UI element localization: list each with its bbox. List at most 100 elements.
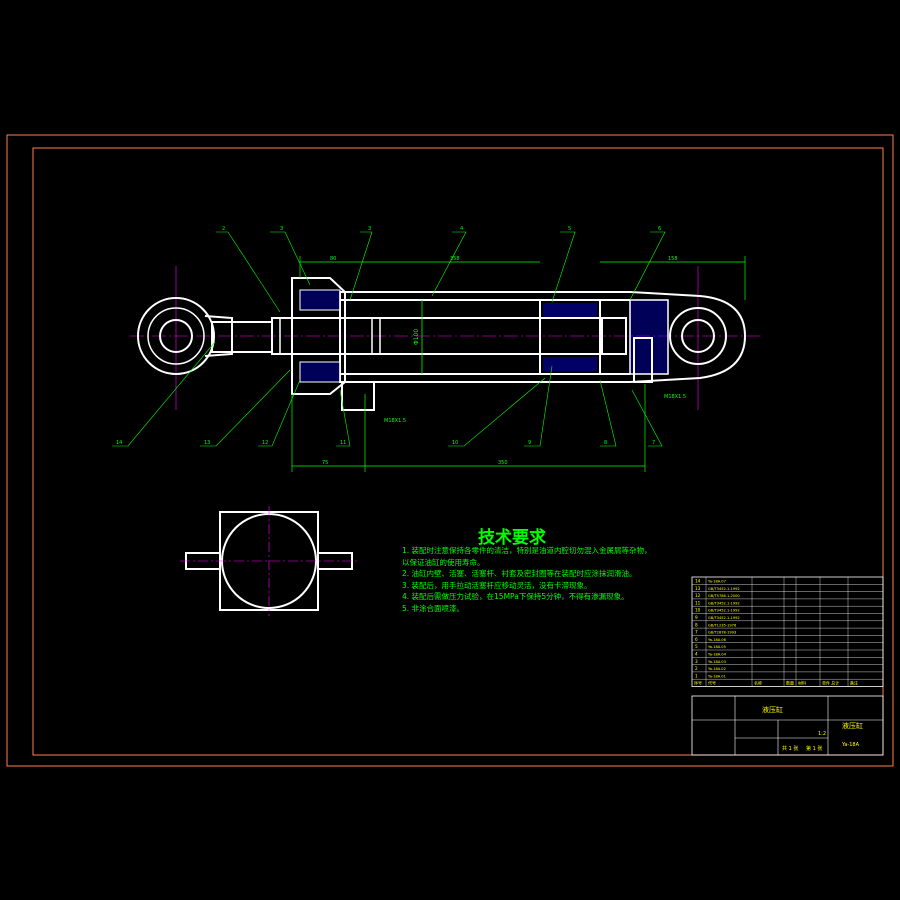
balloons-top: 2 3 3 4 5 6 <box>222 226 661 232</box>
piston-hatch-top <box>543 303 597 317</box>
leader-10 <box>448 377 546 447</box>
leader-11 <box>336 389 351 447</box>
left-rod-eye-bore <box>159 319 193 353</box>
leader-4 <box>431 231 467 297</box>
bom-header-cell: 序号 <box>694 680 702 686</box>
bom-row-code: Ya-18A.05 <box>708 645 726 649</box>
bom-row-code: GB/T3452.1-1992 <box>708 616 740 620</box>
dim-text-358: 358 <box>450 256 460 262</box>
bom-row-no: 11 <box>695 600 701 605</box>
bom-row-no: 9 <box>695 615 698 620</box>
dim-text-350: 350 <box>498 460 508 466</box>
bom-row-no: 3 <box>695 659 698 664</box>
balloon-top-2: 3 <box>368 226 371 232</box>
title-block-frame <box>691 695 884 756</box>
requirement-item: 5. 非涂合面喷漆。 <box>402 603 465 613</box>
cylinder-barrel-outer <box>339 291 747 383</box>
cap-side-oil-port <box>633 337 653 383</box>
leaders-top <box>216 231 666 313</box>
piston-hatch-bottom <box>543 357 597 371</box>
right-eye-outer <box>669 307 727 365</box>
leader-5 <box>551 231 576 303</box>
tb-drawing-name: 液压缸 <box>762 705 783 714</box>
requirement-item: 2. 油缸内壁、活塞、活塞杆、衬套及密封圈等在装配时应涂抹润滑油。 <box>402 569 637 578</box>
bore-dimension-text: Φ100 <box>413 329 420 345</box>
bom-header-cell: 数量 <box>786 680 794 686</box>
requirement-item: 1. 装配时注意保持各零件的清洁，特别是油道内腔切勿混入金属屑等杂物，以保证油缸… <box>402 546 652 567</box>
thread-text-2: M18X1.5 <box>664 394 686 400</box>
bom-row-code: GB/T2878-1993 <box>708 631 736 635</box>
leader-12 <box>258 379 301 447</box>
title-block: 液压缸 液压缸 Ya-18A 1:2 共 1 张 第 1 张 <box>691 695 884 756</box>
tb-drawing-code: Ya-18A <box>841 742 860 748</box>
bom-row-code: GB/T5786.1-2000 <box>708 594 740 598</box>
dim-text-158: 158 <box>668 256 678 262</box>
balloon-top-1: 3 <box>280 226 283 232</box>
bom-header-cell: 代号 <box>708 680 716 686</box>
bom-row-code: GB/T1235-1976 <box>708 623 737 627</box>
outer-frame <box>6 134 894 767</box>
bom-row-no: 1 <box>695 673 698 678</box>
bom-row-no: 2 <box>695 666 698 671</box>
rod-side-oil-port <box>341 381 375 411</box>
dimensions <box>291 256 746 472</box>
right-eye-bore <box>681 319 715 353</box>
requirement-item: 3. 装配后，用手拉动活塞杆应移动灵活，没有卡滞现象。 <box>402 580 592 590</box>
tb-sheet-no: 第 1 张 <box>806 745 822 752</box>
leader-3b <box>349 231 373 301</box>
bom-row-no: 7 <box>695 630 698 635</box>
balloons-bottom: 14 13 12 11 10 9 8 7 <box>116 440 655 446</box>
tb-scale: 1:2 <box>818 731 826 737</box>
bom-row-no: 12 <box>695 593 701 598</box>
balloon-bottom-2: 12 <box>262 440 268 446</box>
guide-ring <box>371 317 381 355</box>
bom-row-code: Ya-18A.01 <box>708 674 726 678</box>
piston-nut <box>599 317 627 355</box>
bom-row-no: 6 <box>695 637 698 642</box>
balloon-top-5: 6 <box>658 226 661 232</box>
balloon-bottom-5: 9 <box>528 440 531 446</box>
dimension-texts: 80 358 158 75 350 M18X1.5 M18X1.5 <box>322 256 686 466</box>
cylinder-section-view: Φ100 <box>130 266 760 411</box>
bom-row-code: Ya-18A.02 <box>708 667 726 671</box>
gland-hatch-bottom <box>299 361 341 383</box>
leader-13 <box>200 369 291 447</box>
leader-2 <box>216 231 281 313</box>
bom-row-no: 5 <box>695 644 698 649</box>
balloon-bottom-7: 7 <box>652 440 655 446</box>
dim-text-80: 80 <box>330 256 336 262</box>
bom-row-code: Ya-18A.06 <box>708 638 727 642</box>
balloon-bottom-3: 11 <box>340 440 346 446</box>
leader-7 <box>631 389 663 447</box>
technical-requirements-title: 技术要求 <box>478 528 546 548</box>
balloon-top-4: 5 <box>568 226 571 232</box>
left-rod-eye-outer <box>137 297 215 375</box>
rod-eye-neck <box>204 315 233 357</box>
bom-row-no: 4 <box>695 652 698 657</box>
technical-requirements-list: 1. 装配时注意保持各零件的清洁，特别是油道内腔切勿混入金属屑等杂物，以保证油缸… <box>402 545 657 614</box>
requirement-item: 4. 装配后需做压力试验，在15MPa下保持5分钟，不得有渗漏现象。 <box>402 592 629 601</box>
bom-header-cell: 材料 <box>798 680 806 686</box>
bom-row-code: Ya-18A.07 <box>708 580 726 584</box>
bom-row-code: Ya-18A.04 <box>708 653 727 657</box>
balloon-bottom-6: 8 <box>604 440 607 446</box>
side-view <box>180 506 358 616</box>
bom-row-no: 13 <box>695 586 701 591</box>
leader-9 <box>524 365 553 447</box>
tb-sheets-total: 共 1 张 <box>782 745 798 752</box>
gland-hatch-top <box>299 289 341 311</box>
piston-rod <box>271 317 603 355</box>
balloon-top-3: 4 <box>460 226 463 232</box>
bom-row-no: 10 <box>695 608 701 613</box>
bom-row-code: GB/T3452.1-1992 <box>708 587 740 591</box>
balloon-top-0: 2 <box>222 226 225 232</box>
bom-header-cell: 名称 <box>754 680 762 686</box>
bom-row-code: GB/T3452.1-1992 <box>708 601 740 605</box>
bom-header-cell: 备注 <box>850 680 858 686</box>
leader-6 <box>629 231 666 301</box>
bom-row-code: Ya-18A.03 <box>708 660 726 664</box>
bom-frame <box>691 576 884 687</box>
leader-14 <box>112 341 216 447</box>
